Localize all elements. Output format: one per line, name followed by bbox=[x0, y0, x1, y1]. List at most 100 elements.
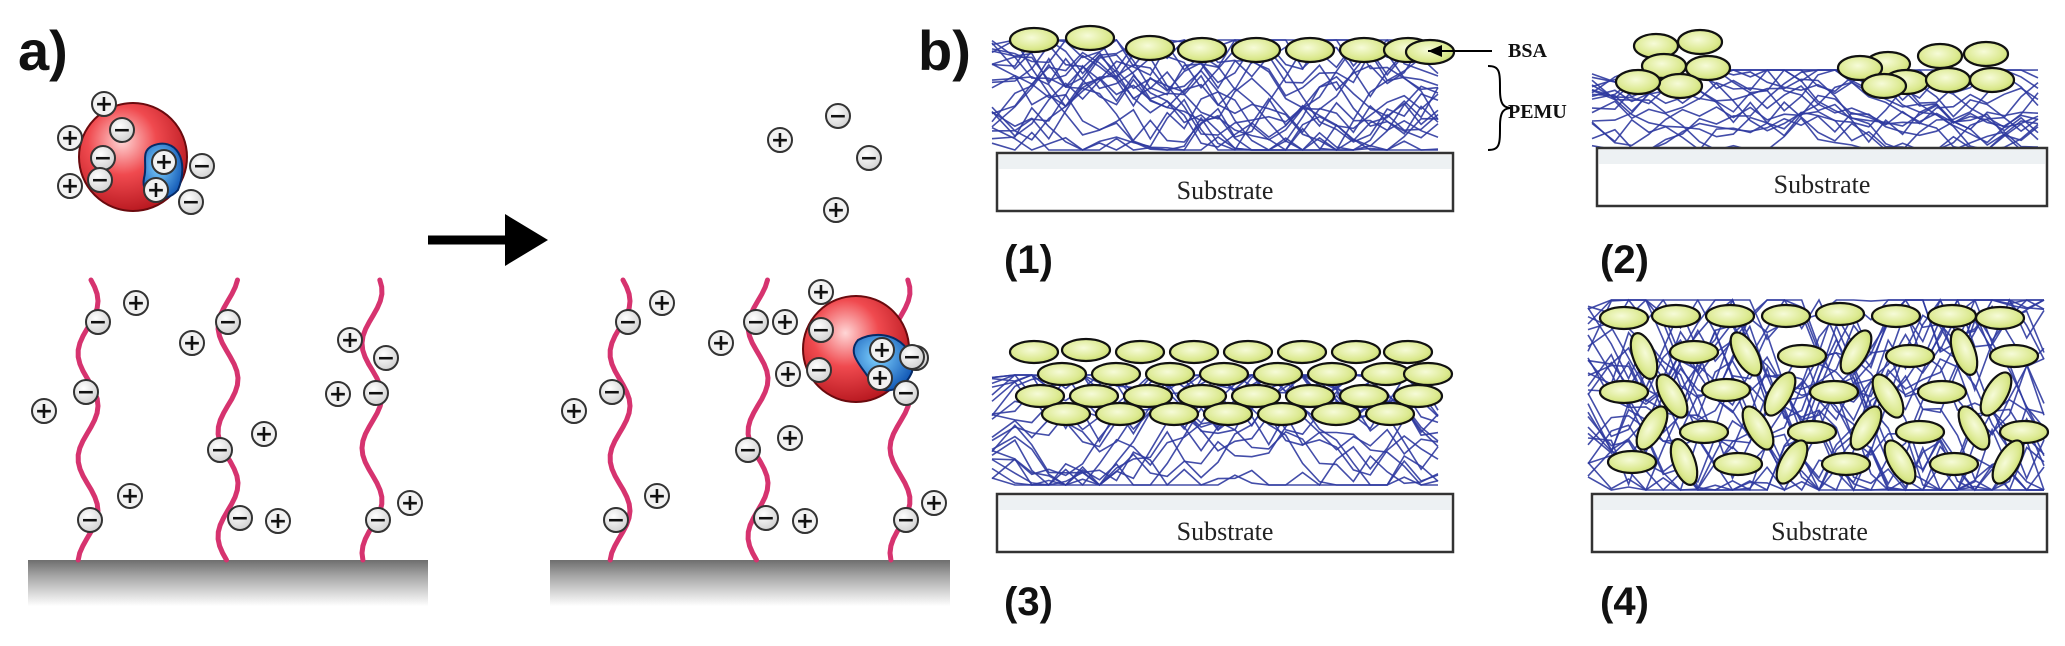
bsa-protein bbox=[1094, 401, 1146, 427]
bsa-protein bbox=[1284, 36, 1336, 64]
cation-plus-icon: + bbox=[775, 361, 801, 387]
anion-minus-icon: − bbox=[178, 189, 204, 215]
anion-minus-icon: − bbox=[735, 437, 761, 463]
bsa-protein bbox=[1814, 301, 1866, 327]
sublabel-4: (4) bbox=[1600, 580, 1649, 624]
bsa-protein bbox=[1114, 339, 1166, 365]
bsa-protein bbox=[1364, 401, 1416, 427]
svg-text:−: − bbox=[369, 508, 387, 533]
bsa-protein bbox=[1988, 343, 2040, 369]
svg-text:+: + bbox=[121, 484, 139, 509]
svg-text:−: − bbox=[747, 310, 765, 335]
bsa-protein bbox=[1256, 401, 1308, 427]
bsa-protein bbox=[1008, 26, 1060, 54]
bsa-protein bbox=[1068, 383, 1120, 409]
svg-text:−: − bbox=[897, 508, 915, 533]
bsa-protein bbox=[1306, 361, 1358, 387]
svg-text:+: + bbox=[653, 291, 671, 316]
cation-plus-icon: + bbox=[117, 483, 143, 509]
anion-minus-icon: − bbox=[77, 507, 103, 533]
bsa-protein bbox=[1230, 36, 1282, 64]
bsa-protein bbox=[1741, 405, 1775, 451]
cation-plus-icon: + bbox=[808, 279, 834, 305]
anion-minus-icon: − bbox=[85, 309, 111, 335]
bsa-protein bbox=[1064, 24, 1116, 52]
bsa-protein bbox=[1991, 439, 2025, 485]
panel-b bbox=[991, 24, 2050, 554]
bsa-protein bbox=[1957, 405, 1991, 451]
cation-plus-icon: + bbox=[123, 290, 149, 316]
cation-plus-icon: + bbox=[649, 290, 675, 316]
svg-text:−: − bbox=[91, 168, 109, 193]
sublabel-2: (2) bbox=[1600, 238, 1649, 282]
svg-text:+: + bbox=[147, 178, 165, 203]
bsa-protein bbox=[1849, 405, 1883, 451]
anion-minus-icon: − bbox=[743, 309, 769, 335]
bsa-protein bbox=[1775, 439, 1809, 485]
svg-text:+: + bbox=[255, 422, 273, 447]
bsa-protein bbox=[1650, 303, 1702, 329]
panel-a-label: a) bbox=[18, 19, 68, 82]
svg-text:−: − bbox=[812, 318, 830, 343]
bsa-protein bbox=[1763, 371, 1797, 417]
anion-minus-icon: − bbox=[227, 505, 253, 531]
bsa-protein bbox=[1230, 383, 1282, 409]
cation-plus-icon: + bbox=[869, 337, 895, 363]
svg-text:+: + bbox=[925, 491, 943, 516]
bsa-protein bbox=[1382, 339, 1434, 365]
anion-minus-icon: − bbox=[73, 379, 99, 405]
bsa-protein bbox=[1014, 383, 1066, 409]
svg-text:+: + bbox=[329, 382, 347, 407]
bsa-protein bbox=[1883, 439, 1917, 485]
bsa-protein bbox=[1635, 405, 1669, 451]
bsa-protein bbox=[1928, 451, 1980, 477]
cation-plus-icon: + bbox=[772, 309, 798, 335]
cation-plus-icon: + bbox=[325, 381, 351, 407]
svg-text:−: − bbox=[607, 508, 625, 533]
bsa-protein bbox=[1894, 419, 1946, 445]
anion-minus-icon: − bbox=[899, 344, 925, 370]
bsa-protein bbox=[1124, 34, 1176, 62]
bsa-protein bbox=[1669, 438, 1699, 486]
bsa-protein bbox=[1776, 343, 1828, 369]
sublabel-3: (3) bbox=[1004, 580, 1053, 624]
bsa-protein bbox=[1870, 303, 1922, 329]
bsa-protein bbox=[1884, 343, 1936, 369]
bsa-protein bbox=[1924, 66, 1972, 94]
svg-text:+: + bbox=[565, 399, 583, 424]
bsa-protein bbox=[1168, 339, 1220, 365]
svg-text:−: − bbox=[211, 438, 229, 463]
bsa-protein bbox=[1598, 379, 1650, 405]
svg-text:−: − bbox=[77, 380, 95, 405]
bsa-protein bbox=[1060, 337, 1112, 363]
svg-text:+: + bbox=[781, 426, 799, 451]
substrate-label-3: Substrate bbox=[1176, 517, 1274, 546]
cation-plus-icon: + bbox=[251, 421, 277, 447]
bsa-protein bbox=[1656, 72, 1704, 100]
anion-minus-icon: − bbox=[825, 103, 851, 129]
svg-text:+: + bbox=[341, 328, 359, 353]
bsa-protein bbox=[1040, 401, 1092, 427]
svg-text:−: − bbox=[829, 104, 847, 129]
svg-text:+: + bbox=[871, 366, 889, 391]
svg-text:+: + bbox=[779, 362, 797, 387]
bsa-protein bbox=[1310, 401, 1362, 427]
cation-plus-icon: + bbox=[31, 398, 57, 424]
annotation-bsa-pemu bbox=[1428, 45, 1513, 151]
cation-plus-icon: + bbox=[57, 173, 83, 199]
svg-text:+: + bbox=[648, 484, 666, 509]
bsa-protein bbox=[1629, 332, 1659, 380]
bsa-protein bbox=[1176, 36, 1228, 64]
cation-plus-icon: + bbox=[151, 149, 177, 175]
svg-text:−: − bbox=[860, 146, 878, 171]
cation-plus-icon: + bbox=[179, 330, 205, 356]
svg-text:+: + bbox=[873, 338, 891, 363]
bsa-protein bbox=[1968, 66, 2016, 94]
bsa-protein bbox=[1392, 383, 1444, 409]
bsa-protein bbox=[1676, 28, 1724, 56]
bsa-protein bbox=[1144, 361, 1196, 387]
svg-text:−: − bbox=[367, 381, 385, 406]
svg-text:−: − bbox=[903, 345, 921, 370]
svg-text:+: + bbox=[712, 331, 730, 356]
